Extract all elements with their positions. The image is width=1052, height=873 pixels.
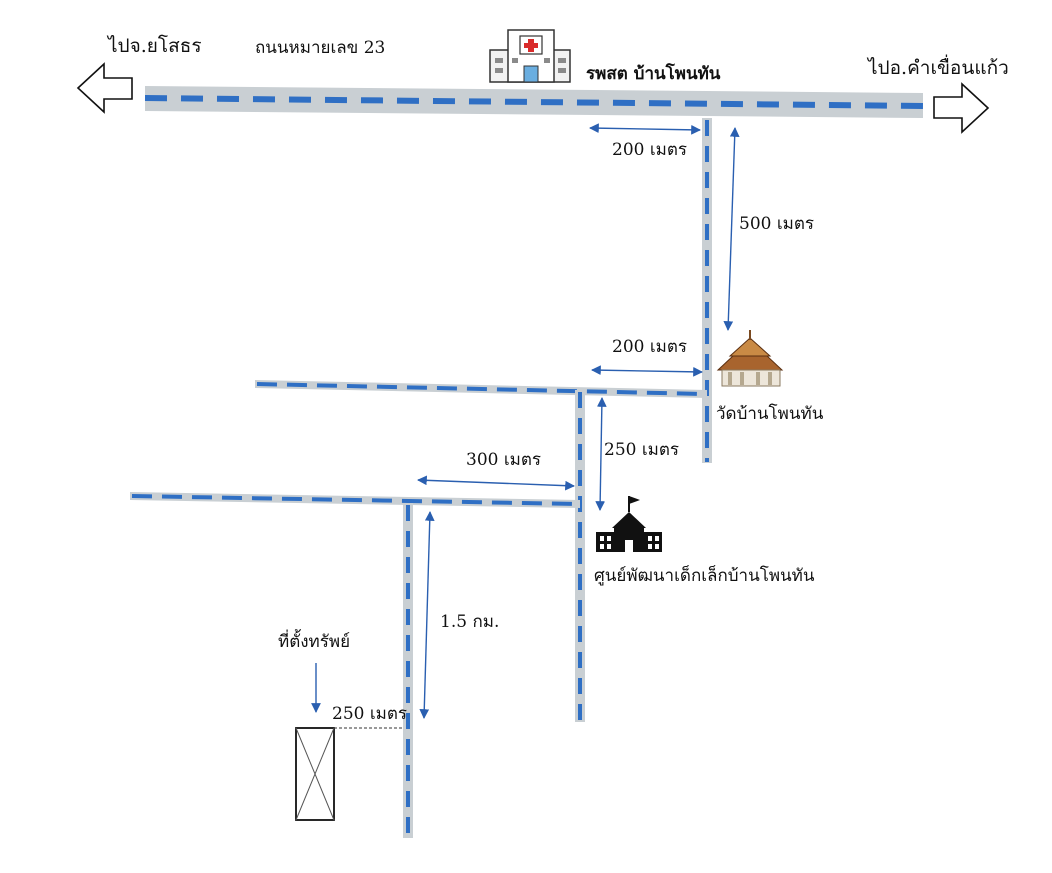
distance-label-500m: 500 เมตร (739, 214, 815, 234)
distance-label-250m-bottom: 250 เมตร (332, 704, 408, 724)
hospital-label: รพสต บ้านโพนทัน (586, 64, 721, 84)
distance-arrow-500m (723, 127, 740, 331)
distance-arrow-300m (417, 475, 575, 491)
distance-label-250m-mid: 250 เมตร (604, 440, 680, 460)
school-label: ศูนย์พัฒนาเด็กเล็กบ้านโพนทัน (594, 566, 815, 586)
lower-side-road (130, 492, 580, 508)
temple-label: วัดบ้านโพนทัน (716, 404, 824, 424)
distance-arrow-200m-mid (591, 365, 703, 377)
temple-icon (716, 330, 784, 387)
school-road (575, 390, 585, 722)
upper-side-road (255, 380, 707, 398)
left-direction-label: ไปจ.ยโสธร (108, 35, 202, 57)
left-direction-arrow (76, 62, 133, 114)
distance-arrow-250m-mid (595, 397, 607, 511)
distance-label-300m: 300 เมตร (466, 450, 542, 470)
right-direction-label: ไปอ.คำเขื่อนแก้ว (868, 57, 1009, 79)
road-name-label: ถนนหมายเลข 23 (255, 38, 386, 58)
distance-label-200m-top: 200 เมตร (612, 140, 688, 160)
property-marker (295, 727, 402, 821)
right-direction-arrow (933, 82, 990, 134)
distance-label-200m-mid: 200 เมตร (612, 337, 688, 357)
road-to-temple (702, 118, 712, 463)
property-road (403, 503, 413, 838)
hospital-icon (489, 29, 571, 83)
distance-arrow-200m-top (589, 123, 701, 135)
school-icon (596, 496, 662, 552)
property-label: ที่ตั้งทรัพย์ (278, 632, 351, 652)
main-road (144, 86, 924, 118)
distance-label-1-5km: 1.5 กม. (440, 612, 500, 632)
distance-arrow-1-5km (419, 511, 435, 719)
